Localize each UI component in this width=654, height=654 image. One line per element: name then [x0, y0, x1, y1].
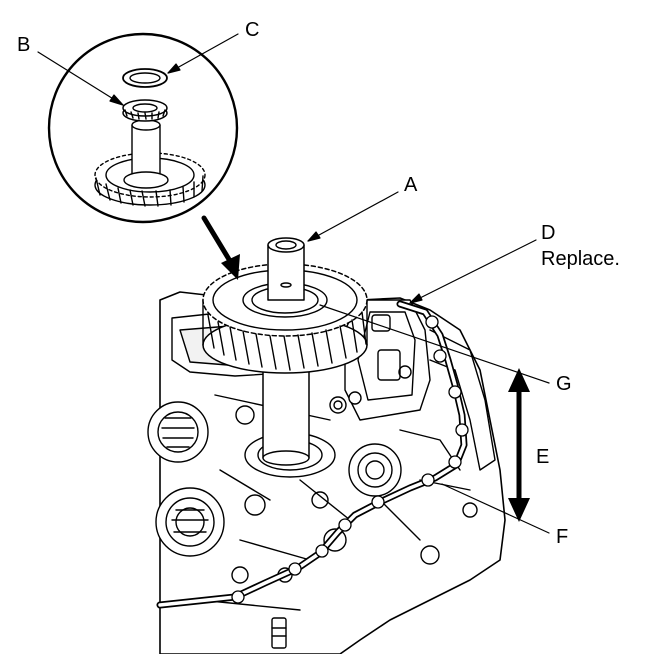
callout-d-note: Replace. [541, 248, 620, 270]
callout-f: F [556, 526, 569, 548]
callout-c: C [245, 19, 260, 41]
callout-g: G [556, 373, 572, 395]
callout-b: B [17, 34, 31, 56]
dimension-arrow-e [508, 368, 530, 522]
leader-lines [37, 33, 550, 534]
case-gasket [156, 300, 469, 609]
callout-d: D [541, 222, 556, 244]
detail-inset [47, 32, 239, 224]
countershaft-assembly [202, 237, 368, 466]
inset-pointer-arrow [201, 215, 240, 280]
callout-a: A [404, 174, 418, 196]
callout-e: E [536, 446, 550, 468]
